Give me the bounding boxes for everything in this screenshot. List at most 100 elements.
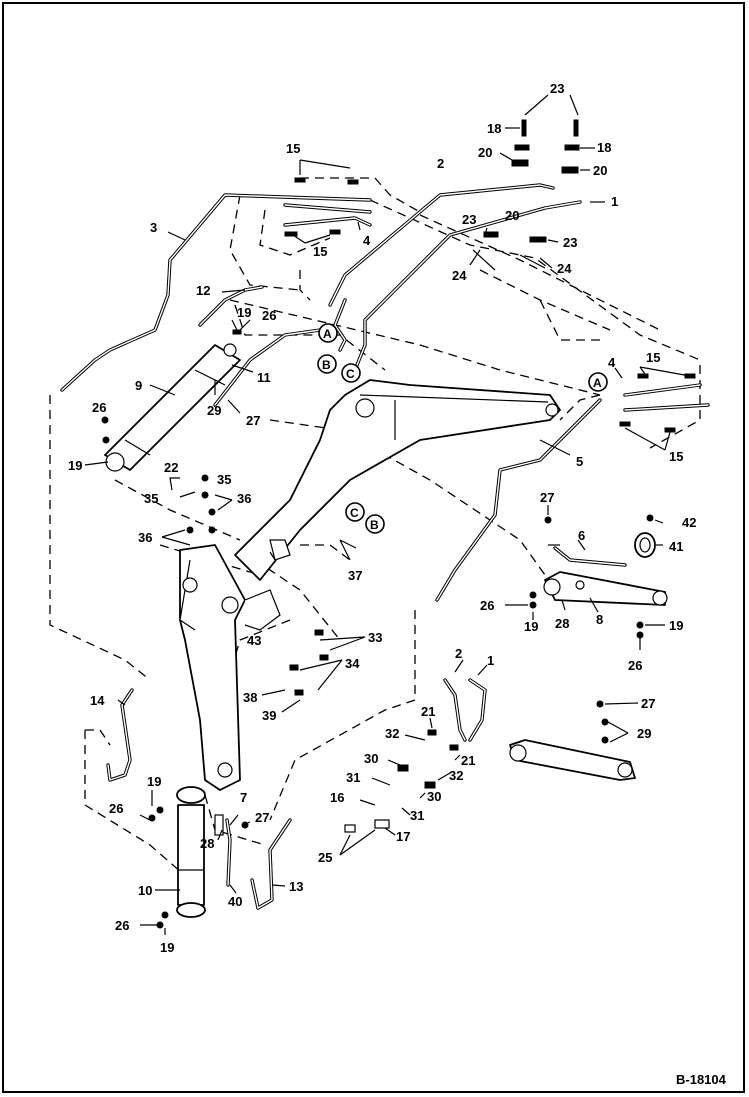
callout-40: 40: [228, 894, 242, 909]
callout-30: 30: [364, 751, 378, 766]
connector-b-label: B: [322, 358, 331, 372]
callout-29: 29: [207, 403, 221, 418]
hydraulic-tubes: [60, 183, 710, 910]
callout-26: 26: [109, 801, 123, 816]
callout-12: 12: [196, 283, 210, 298]
callout-33: 33: [368, 630, 382, 645]
seal-41: [634, 532, 656, 558]
connector-a-circle: [588, 372, 608, 392]
callout-1: 1: [611, 194, 618, 209]
callout-2: 2: [455, 646, 462, 661]
connector-b-circle: [317, 354, 337, 374]
callout-18: 18: [597, 140, 611, 155]
callout-27: 27: [246, 413, 260, 428]
callout-5: 5: [576, 454, 583, 469]
callout-15: 15: [286, 141, 300, 156]
callout-22: 22: [164, 460, 178, 475]
callout-26: 26: [115, 918, 129, 933]
callout-35: 35: [144, 491, 158, 506]
connector-b-label: B: [370, 518, 379, 532]
callout-38: 38: [243, 690, 257, 705]
cylinder-8: [543, 571, 668, 606]
callout-24: 24: [557, 261, 572, 276]
drawing-reference-number: B-18104: [676, 1072, 727, 1087]
callout-10: 10: [138, 883, 152, 898]
callout-27: 27: [641, 696, 655, 711]
callout-23: 23: [462, 212, 476, 227]
connector-a-label: A: [323, 327, 332, 341]
connector-markers: A B C A C B: [317, 323, 608, 534]
callout-6: 6: [578, 528, 585, 543]
callout-15: 15: [646, 350, 660, 365]
callout-30: 30: [427, 789, 441, 804]
callout-36: 36: [237, 491, 251, 506]
callout-20: 20: [478, 145, 492, 160]
callout-28: 28: [555, 616, 569, 631]
callout-16: 16: [330, 790, 344, 805]
callout-43: 43: [247, 633, 261, 648]
callout-labels: 23 18 18 20 20 2 1 20 23 23 24 24 15 3 4…: [68, 81, 696, 955]
callout-41: 41: [669, 539, 683, 554]
callout-7: 7: [240, 790, 247, 805]
callout-1: 1: [487, 653, 494, 668]
callout-23: 23: [550, 81, 564, 96]
callout-26: 26: [628, 658, 642, 673]
callout-9: 9: [135, 378, 142, 393]
callout-27: 27: [255, 810, 269, 825]
callout-31: 31: [346, 770, 360, 785]
callout-19: 19: [68, 458, 82, 473]
callout-4: 4: [363, 233, 371, 248]
callout-19: 19: [160, 940, 174, 955]
callout-13: 13: [289, 879, 303, 894]
callout-21: 21: [461, 753, 475, 768]
callout-26: 26: [92, 400, 106, 415]
assembly-outlines: [49, 177, 701, 881]
callout-3: 3: [150, 220, 157, 235]
callout-4: 4: [608, 355, 616, 370]
callout-19: 19: [524, 619, 538, 634]
cylinder-10: [176, 786, 206, 918]
boom-assembly: [179, 379, 561, 791]
callout-15: 15: [669, 449, 683, 464]
connector-c-label: C: [350, 506, 359, 520]
callout-35: 35: [217, 472, 231, 487]
callout-18: 18: [487, 121, 501, 136]
callout-8: 8: [596, 612, 603, 627]
leader-lines: [84, 94, 691, 935]
callout-2: 2: [437, 156, 444, 171]
callout-29: 29: [637, 726, 651, 741]
callout-27: 27: [540, 490, 554, 505]
callout-31: 31: [410, 808, 424, 823]
callout-19: 19: [147, 774, 161, 789]
callout-15: 15: [313, 244, 327, 259]
cylinder-lower-right: [509, 739, 636, 781]
callout-14: 14: [90, 693, 105, 708]
callout-20: 20: [593, 163, 607, 178]
callout-42: 42: [682, 515, 696, 530]
callout-20: 20: [505, 208, 519, 223]
connector-a-circle: [318, 323, 338, 343]
callout-34: 34: [345, 656, 360, 671]
connector-b-circle: [365, 514, 385, 534]
connector-c-circle: [345, 502, 365, 522]
cylinder-9: [104, 343, 241, 472]
callout-32: 32: [385, 726, 399, 741]
connector-c-circle: [341, 363, 361, 383]
callout-19: 19: [669, 618, 683, 633]
callout-36: 36: [138, 530, 152, 545]
callout-32: 32: [449, 768, 463, 783]
callout-26: 26: [262, 308, 276, 323]
callout-28: 28: [200, 836, 214, 851]
callout-24: 24: [452, 268, 467, 283]
callout-17: 17: [396, 829, 410, 844]
callout-25: 25: [318, 850, 332, 865]
callout-26: 26: [480, 598, 494, 613]
callout-19: 19: [237, 305, 251, 320]
callout-11: 11: [257, 370, 271, 385]
callout-39: 39: [262, 708, 276, 723]
callout-37: 37: [348, 568, 362, 583]
connector-a-label: A: [593, 376, 602, 390]
callout-23: 23: [563, 235, 577, 250]
